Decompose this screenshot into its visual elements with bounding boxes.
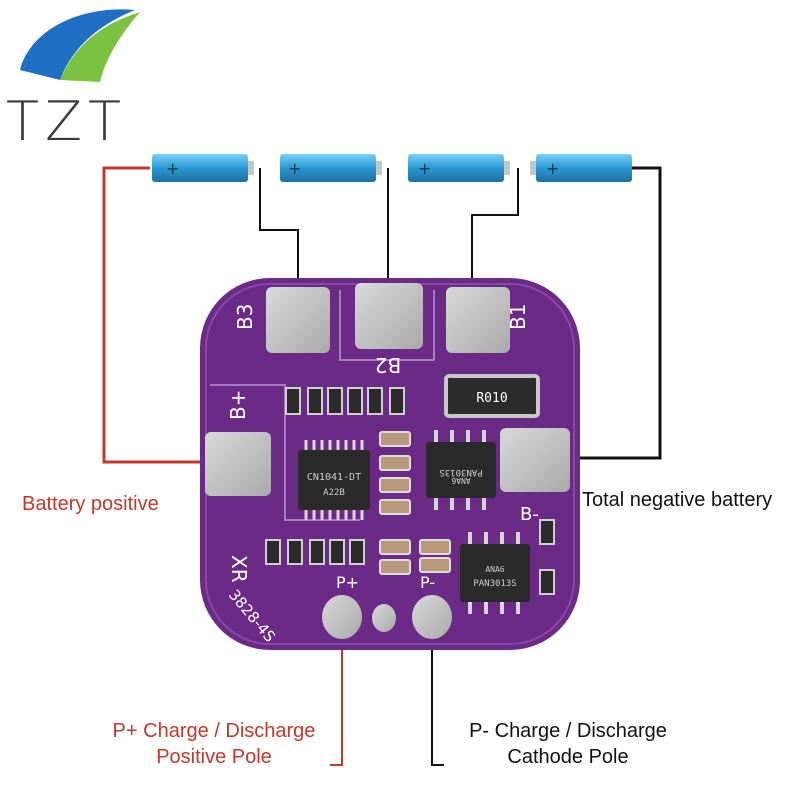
label-battery-positive: Battery positive [22,493,159,515]
chip-q2-label: PAN3013S [473,579,516,589]
balance-wires [259,166,662,460]
bms-board: B3 B2 B1 B+ B- P+ P- XR 3828-4S R010 [200,278,580,650]
shunt-label: R010 [476,391,507,406]
chip-q2: ANA6 PAN3013S [460,532,530,614]
svg-text:+: + [546,159,559,178]
cell-plus-label: + [166,159,179,178]
wire-b3 [259,168,299,290]
chip-q1-sub: ANA6 [451,476,470,485]
wire-b1 [471,168,519,290]
logo-wordmark: TZT [6,90,127,153]
pad-mid [372,604,396,632]
label-p-plus-line2: Positive Pole [156,746,272,768]
label-p-plus: P+ Charge / Discharge Positive Pole [96,718,332,770]
leader-p-plus [330,640,343,766]
label-p-minus: P- Charge / Discharge Cathode Pole [450,718,686,770]
label-b-minus: B- [520,504,539,525]
label-b3: B3 [233,304,257,330]
label-p-minus-line1: P- Charge / Discharge [469,720,667,742]
pad-p-minus [412,595,452,639]
label-b-plus: B+ [226,390,250,420]
svg-text:+: + [418,159,431,178]
chip-q1-label: PAN3013S [439,467,482,477]
pad-b2 [355,283,423,349]
pad-p-plus [322,595,362,639]
leader-p-minus [431,640,444,766]
label-b2: B2 [375,353,401,377]
label-p-minus: P- [420,573,435,592]
label-b1: B1 [506,304,530,330]
chip-q2-sub: ANA6 [485,565,504,574]
label-p-minus-line2: Cathode Pole [507,746,629,768]
chip-u1: CN1041-DT A22B [298,440,370,520]
battery-cell-icon: + [280,154,382,182]
chip-u1-sub: A22B [323,488,345,498]
label-p-plus: P+ [336,573,359,592]
label-total-negative: Total negative battery [582,489,773,511]
battery-cell-icon: + [152,154,254,182]
pad-b1 [446,287,510,353]
battery-cell-icon: + [408,154,510,182]
pad-b3 [266,287,330,353]
logo-mark-icon [20,9,140,82]
silk-brand: XR [227,555,251,583]
wire-total-negative [520,166,662,460]
svg-text:+: + [288,159,301,178]
pad-b-minus [500,428,570,492]
battery-cell-icon: + [530,154,632,182]
pad-b-plus [205,432,271,496]
chip-u1-label: CN1041-DT [307,472,361,483]
label-p-plus-line1: P+ Charge / Discharge [112,720,316,742]
wire-battery-positive [102,166,240,464]
battery-cells: + + + + [152,154,632,182]
chip-q1: PAN3013S ANA6 [426,430,496,510]
